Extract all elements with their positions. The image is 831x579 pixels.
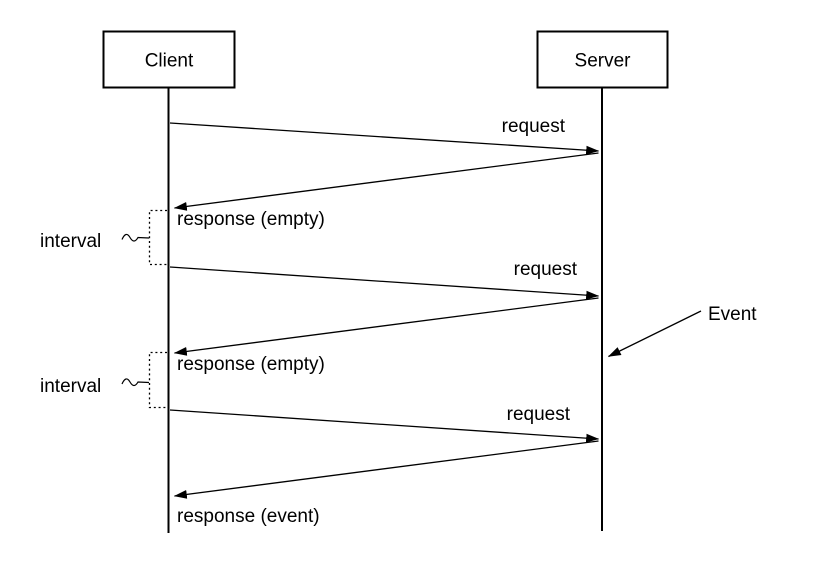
interval-squiggle-1 bbox=[121, 233, 150, 242]
interval-brace-1 bbox=[148, 209, 167, 266]
message-arrow-response-2 bbox=[173, 297, 599, 356]
message-arrow-response-3 bbox=[173, 440, 599, 499]
interval-label-2: interval bbox=[40, 376, 101, 397]
message-label-response-3: response (event) bbox=[177, 506, 320, 527]
server-actor-label: Server bbox=[575, 51, 632, 72]
message-label-request-2: request bbox=[514, 259, 578, 280]
client-actor-label: Client bbox=[145, 51, 194, 72]
message-arrow-request-3 bbox=[169, 409, 600, 443]
message-label-response-2: response (empty) bbox=[177, 354, 325, 375]
message-label-request-1: request bbox=[502, 116, 566, 137]
message-arrow-response-1 bbox=[173, 152, 599, 211]
message-label-request-3: request bbox=[507, 404, 571, 425]
message-arrow-request-1 bbox=[169, 122, 600, 155]
message-label-response-1: response (empty) bbox=[177, 209, 325, 230]
interval-squiggle-2 bbox=[121, 378, 150, 387]
event-annotation-label: Event bbox=[708, 304, 757, 325]
server-actor-box bbox=[536, 30, 669, 89]
interval-brace-2 bbox=[148, 351, 167, 409]
event-annotation-arrow bbox=[607, 310, 702, 358]
interval-label-1: interval bbox=[40, 231, 101, 252]
message-arrow-request-2 bbox=[169, 266, 600, 300]
client-actor-box bbox=[102, 30, 236, 89]
